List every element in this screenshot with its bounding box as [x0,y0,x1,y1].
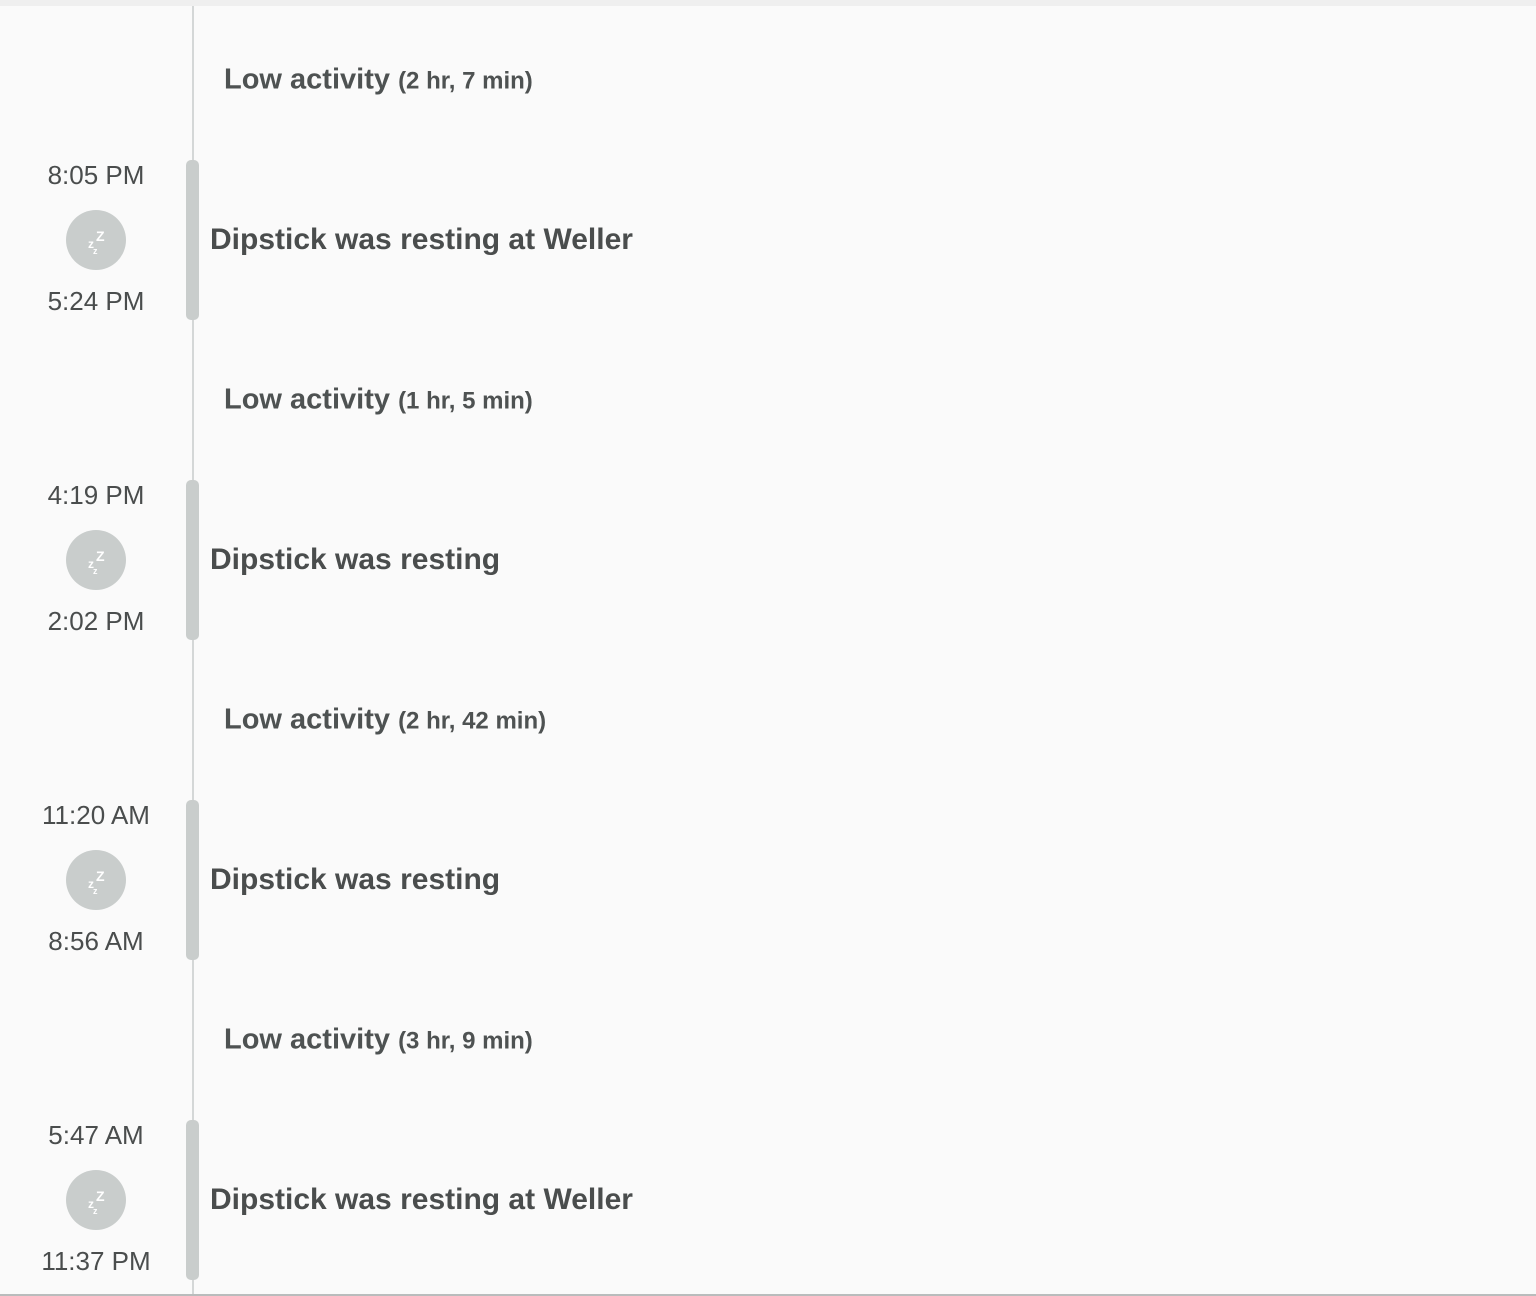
low-activity-title: Low activity [224,383,390,416]
rest-start-time: 5:24 PM [47,286,145,316]
top-divider [0,0,1536,6]
rest-start-time: 8:56 AM [48,926,144,956]
low-activity-label: Low activity (3 hr, 9 min) [224,1024,533,1057]
svg-text:Z: Z [96,868,105,884]
timeline-line [192,6,194,1296]
low-activity-title: Low activity [224,1023,390,1056]
rest-event-text: Dipstick was resting at Weller [210,223,633,256]
low-activity-label: Low activity (1 hr, 5 min) [224,384,533,417]
low-activity-row: Low activity (3 hr, 9 min) [0,960,1536,1120]
low-activity-title: Low activity [224,63,390,96]
rest-event-row[interactable]: 8:05 PM z Z z 5:24 PM Dipstick was resti… [0,160,1536,320]
svg-text:z: z [93,246,98,256]
low-activity-row: Low activity (2 hr, 42 min) [0,640,1536,800]
low-activity-duration: (3 hr, 9 min) [398,1027,533,1055]
low-activity-label: Low activity (2 hr, 7 min) [224,64,533,97]
rest-event-text: Dipstick was resting [210,863,501,896]
rest-duration-bar [186,1120,199,1280]
rest-end-time: 4:19 PM [47,480,145,510]
low-activity-duration: (2 hr, 42 min) [398,707,547,735]
low-activity-duration: (2 hr, 7 min) [398,67,533,95]
rest-start-time: 2:02 PM [47,606,145,636]
svg-text:z: z [88,1197,94,1211]
rest-event-text: Dipstick was resting at Weller [210,1183,633,1216]
sleep-icon: z Z z [66,850,126,910]
rest-event-text: Dipstick was resting [210,543,501,576]
rest-duration-bar [186,160,199,320]
rest-event-row[interactable]: 4:19 PM z Z z 2:02 PM Dipstick was resti… [0,480,1536,640]
sleep-icon: z Z z [66,530,126,590]
low-activity-duration: (1 hr, 5 min) [398,387,533,415]
svg-text:z: z [93,886,98,896]
svg-text:z: z [88,877,94,891]
rest-end-time: 11:20 AM [42,800,150,830]
rest-event-row[interactable]: 5:47 AM z Z z 11:37 PM Dipstick was rest… [0,1120,1536,1280]
rest-duration-bar [186,480,199,640]
sleep-icon: z Z z [66,1170,126,1230]
svg-text:Z: Z [96,548,105,564]
svg-text:z: z [93,566,98,576]
rest-event-row[interactable]: 11:20 AM z Z z 8:56 AM Dipstick was rest… [0,800,1536,960]
low-activity-label: Low activity (2 hr, 42 min) [224,704,546,737]
bottom-divider [0,1294,1536,1296]
svg-text:z: z [88,557,94,571]
svg-text:Z: Z [96,228,105,244]
rest-duration-bar [186,800,199,960]
low-activity-row: Low activity (1 hr, 5 min) [0,320,1536,480]
low-activity-row: Low activity (2 hr, 7 min) [0,0,1536,160]
svg-text:Z: Z [96,1188,105,1204]
rest-end-time: 5:47 AM [48,1120,144,1150]
svg-text:z: z [88,237,94,251]
sleep-icon: z Z z [66,210,126,270]
svg-text:z: z [93,1206,98,1216]
rest-start-time: 11:37 PM [41,1246,151,1276]
low-activity-title: Low activity [224,703,390,736]
rest-end-time: 8:05 PM [47,160,145,190]
